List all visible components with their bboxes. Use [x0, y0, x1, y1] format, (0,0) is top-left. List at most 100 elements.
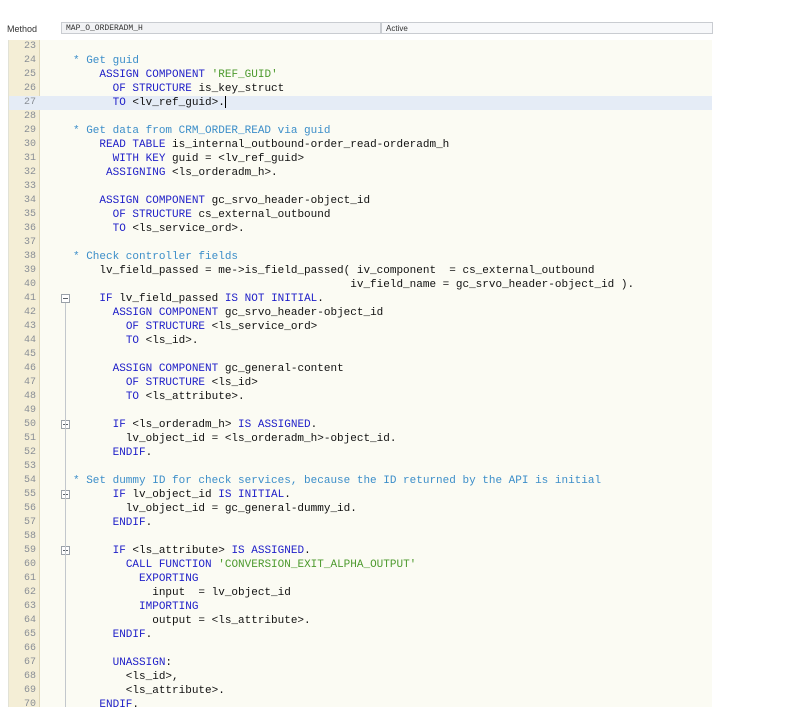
code-line-62[interactable]: 62 input = lv_object_id [9, 586, 712, 600]
code-line-27[interactable]: 27 TO <lv_ref_guid>. [9, 96, 712, 110]
code-line-25[interactable]: 25 ASSIGN COMPONENT 'REF_GUID' [9, 68, 712, 82]
code-line-65[interactable]: 65 ENDIF. [9, 628, 712, 642]
code-line-24[interactable]: 24* Get guid [9, 54, 712, 68]
code-text: lv_field_passed = me->is_field_passed( i… [73, 265, 595, 277]
code-line-44[interactable]: 44 TO <ls_id>. [9, 334, 712, 348]
code-text: ASSIGN COMPONENT gc_general-content [112, 363, 344, 375]
code-text: <ls_attribute>. [73, 685, 225, 697]
code-text: IF <ls_orderadm_h> IS ASSIGNED. [112, 419, 318, 431]
code-line-45[interactable]: 45 [9, 348, 712, 362]
code-line-58[interactable]: 58 [9, 530, 712, 544]
code-line-55[interactable]: 55 IF lv_object_id IS INITIAL. [9, 488, 712, 502]
code-line-37[interactable]: 37 [9, 236, 712, 250]
code-line-66[interactable]: 66 [9, 642, 712, 656]
code-text: lv_object_id = <ls_orderadm_h>-object_id… [73, 433, 397, 445]
line-number: 51 [23, 433, 36, 444]
code-line-40[interactable]: 40 iv_field_name = gc_srvo_header-object… [9, 278, 712, 292]
code-text: OF STRUCTURE <ls_service_ord> [125, 321, 318, 333]
code-line-67[interactable]: 67 UNASSIGN: [9, 656, 712, 670]
code-line-59[interactable]: 59 IF <ls_attribute> IS ASSIGNED. [9, 544, 712, 558]
code-line-57[interactable]: 57 ENDIF. [9, 516, 712, 530]
line-number: 49 [23, 405, 36, 416]
code-text: ENDIF. [99, 699, 140, 707]
code-text: * Set dummy ID for check services, becau… [73, 475, 602, 487]
code-line-48[interactable]: 48 TO <ls_attribute>. [9, 390, 712, 404]
code-text: UNASSIGN: [112, 657, 173, 669]
code-line-36[interactable]: 36 TO <ls_service_ord>. [9, 222, 712, 236]
line-number: 68 [23, 671, 36, 682]
line-number: 27 [23, 97, 36, 108]
code-text: ASSIGN COMPONENT 'REF_GUID' [99, 69, 278, 81]
code-text: CALL FUNCTION 'CONVERSION_EXIT_ALPHA_OUT… [125, 559, 417, 571]
line-number: 58 [23, 531, 36, 542]
code-line-31[interactable]: 31 WITH KEY guid = <lv_ref_guid> [9, 152, 712, 166]
code-text: iv_field_name = gc_srvo_header-object_id… [73, 279, 635, 291]
code-line-29[interactable]: 29* Get data from CRM_ORDER_READ via gui… [9, 124, 712, 138]
code-line-54[interactable]: 54* Set dummy ID for check services, bec… [9, 474, 712, 488]
line-number: 60 [23, 559, 36, 570]
line-number: 38 [23, 251, 36, 262]
line-number: 57 [23, 517, 36, 528]
code-text: * Get data from CRM_ORDER_READ via guid [73, 125, 331, 137]
text-cursor [224, 96, 226, 109]
code-line-63[interactable]: 63 IMPORTING [9, 600, 712, 614]
line-number: 67 [23, 657, 36, 668]
code-line-38[interactable]: 38* Check controller fields [9, 250, 712, 264]
method-label: Method [7, 24, 38, 34]
code-line-26[interactable]: 26 OF STRUCTURE is_key_struct [9, 82, 712, 96]
code-line-42[interactable]: 42 ASSIGN COMPONENT gc_srvo_header-objec… [9, 306, 712, 320]
fold-toggle-icon[interactable] [61, 294, 70, 303]
line-number: 28 [23, 111, 36, 122]
code-text: input = lv_object_id [73, 587, 291, 599]
code-text: ASSIGN COMPONENT gc_srvo_header-object_i… [99, 195, 371, 207]
code-text: * Get guid [73, 55, 140, 67]
line-number: 41 [23, 293, 36, 304]
code-line-51[interactable]: 51 lv_object_id = <ls_orderadm_h>-object… [9, 432, 712, 446]
line-number: 42 [23, 307, 36, 318]
code-line-64[interactable]: 64 output = <ls_attribute>. [9, 614, 712, 628]
code-line-70[interactable]: 70 ENDIF. [9, 698, 712, 707]
code-line-46[interactable]: 46 ASSIGN COMPONENT gc_general-content [9, 362, 712, 376]
line-number: 69 [23, 685, 36, 696]
code-text: <ls_id>, [73, 671, 179, 683]
code-text: ASSIGNING <ls_orderadm_h>. [106, 167, 278, 179]
code-line-32[interactable]: 32 ASSIGNING <ls_orderadm_h>. [9, 166, 712, 180]
code-line-28[interactable]: 28 [9, 110, 712, 124]
code-line-53[interactable]: 53 [9, 460, 712, 474]
code-line-23[interactable]: 23 [9, 40, 712, 54]
code-line-61[interactable]: 61 EXPORTING [9, 572, 712, 586]
line-number: 31 [23, 153, 36, 164]
code-text: OF STRUCTURE cs_external_outbound [112, 209, 331, 221]
line-number: 44 [23, 335, 36, 346]
code-line-30[interactable]: 30 READ TABLE is_internal_outbound-order… [9, 138, 712, 152]
line-number: 40 [23, 279, 36, 290]
method-name-field[interactable]: MAP_O_ORDERADM_H [61, 22, 381, 34]
line-number: 62 [23, 587, 36, 598]
code-line-60[interactable]: 60 CALL FUNCTION 'CONVERSION_EXIT_ALPHA_… [9, 558, 712, 572]
code-line-56[interactable]: 56 lv_object_id = gc_general-dummy_id. [9, 502, 712, 516]
code-line-52[interactable]: 52 ENDIF. [9, 446, 712, 460]
code-line-33[interactable]: 33 [9, 180, 712, 194]
code-line-69[interactable]: 69 <ls_attribute>. [9, 684, 712, 698]
line-number: 23 [23, 41, 36, 52]
line-number: 25 [23, 69, 36, 80]
method-header: Method MAP_O_ORDERADM_H Active [0, 0, 786, 37]
code-text: WITH KEY guid = <lv_ref_guid> [112, 153, 305, 165]
code-line-47[interactable]: 47 OF STRUCTURE <ls_id> [9, 376, 712, 390]
code-text: TO <ls_id>. [125, 335, 199, 347]
code-line-34[interactable]: 34 ASSIGN COMPONENT gc_srvo_header-objec… [9, 194, 712, 208]
code-line-43[interactable]: 43 OF STRUCTURE <ls_service_ord> [9, 320, 712, 334]
line-number: 48 [23, 391, 36, 402]
code-line-68[interactable]: 68 <ls_id>, [9, 670, 712, 684]
code-line-41[interactable]: 41 IF lv_field_passed IS NOT INITIAL. [9, 292, 712, 306]
code-text: TO <ls_service_ord>. [112, 223, 245, 235]
method-status-field: Active [381, 22, 713, 34]
code-line-39[interactable]: 39 lv_field_passed = me->is_field_passed… [9, 264, 712, 278]
line-number-gutter [9, 40, 40, 707]
code-line-50[interactable]: 50 IF <ls_orderadm_h> IS ASSIGNED. [9, 418, 712, 432]
code-line-35[interactable]: 35 OF STRUCTURE cs_external_outbound [9, 208, 712, 222]
code-line-49[interactable]: 49 [9, 404, 712, 418]
code-text: OF STRUCTURE is_key_struct [112, 83, 285, 95]
line-number: 63 [23, 601, 36, 612]
